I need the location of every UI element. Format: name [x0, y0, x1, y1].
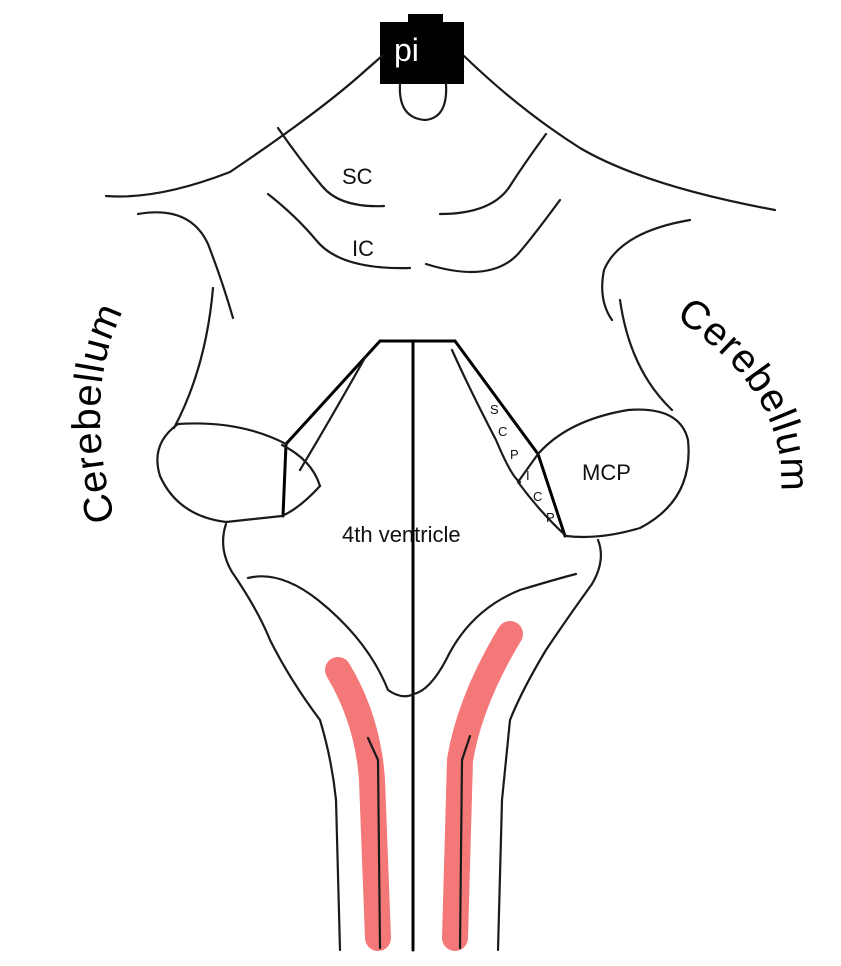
left-mcp-outline — [156, 422, 322, 524]
label-cerebellum-right: Cerebellum — [670, 289, 817, 492]
scp-letter-c: C — [498, 424, 507, 439]
inner-tract-line-left — [366, 736, 382, 950]
superior-colliculus-right — [438, 132, 548, 216]
highlight-tract-right — [442, 621, 523, 951]
pi-tag-background — [380, 22, 464, 84]
left-peduncle-divider — [280, 443, 322, 488]
pi-tag-notch — [408, 14, 443, 24]
cerebellar-curve-left — [136, 211, 235, 320]
icp-letter-c: C — [533, 489, 542, 504]
pi-tag: pi — [380, 14, 464, 84]
label-cerebellum-left-path: Cerebellum — [65, 297, 130, 528]
highlight-tract-left — [325, 657, 391, 951]
lateral-wall-right — [618, 298, 674, 412]
lateral-wall-left — [172, 286, 215, 430]
icp-inner-line — [516, 480, 568, 538]
label-cerebellum-left: Cerebellum — [65, 297, 131, 528]
pineal-outline — [398, 82, 448, 122]
inner-tract-line-right — [458, 734, 472, 950]
cerebellar-curve-right — [601, 218, 692, 322]
right-mcp-outline — [536, 408, 690, 539]
left-medial-line — [298, 354, 368, 472]
outer-contour-right — [462, 54, 777, 212]
inferior-colliculus-right — [424, 198, 562, 274]
inferior-colliculus-left — [266, 192, 412, 270]
medulla-outline-right — [496, 538, 603, 952]
label-fourth-ventricle: 4th ventricle — [342, 522, 461, 547]
icp-letter-i: I — [526, 468, 530, 483]
left-peduncle-bold — [281, 339, 382, 518]
scp-outer-bold — [453, 339, 567, 538]
label-sc: SC — [342, 164, 373, 189]
scp-letter-p: P — [510, 447, 519, 462]
pi-tag-text: pi — [394, 32, 419, 68]
icp-letter-p: P — [546, 510, 555, 525]
label-ic: IC — [352, 236, 374, 261]
superior-colliculus-left — [276, 126, 386, 208]
scp-icp-divider — [516, 452, 540, 484]
scp-inner-line — [450, 348, 522, 484]
scp-letter-s: S — [490, 402, 499, 417]
medulla-outline-left — [221, 522, 342, 952]
label-mcp: MCP — [582, 460, 631, 485]
label-cerebellum-right-path: Cerebellum — [670, 289, 816, 492]
outer-contour-left — [104, 54, 384, 198]
obex-outline — [246, 572, 578, 698]
